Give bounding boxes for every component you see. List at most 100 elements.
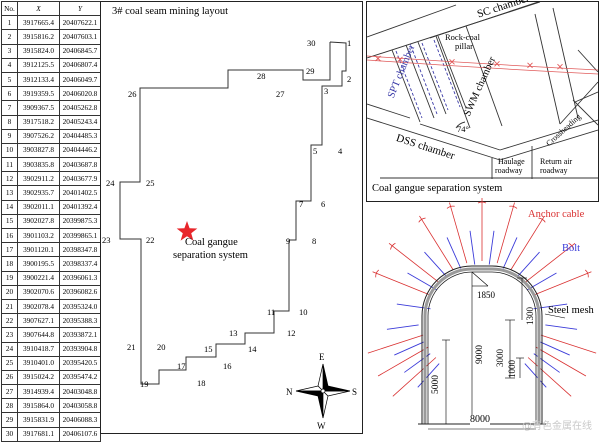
compass-west: W: [317, 421, 326, 431]
compass: [295, 363, 351, 419]
bolt: [424, 251, 448, 278]
point-label: 19: [140, 379, 149, 389]
point-label: 6: [321, 199, 325, 209]
point-label: 29: [306, 66, 315, 76]
label-return-line1: Return air: [540, 157, 573, 166]
label-haulage-line1: Haulage: [498, 157, 525, 166]
point-label: 9: [286, 236, 290, 246]
anchor-cable: [449, 202, 468, 264]
anchor-cable: [388, 243, 439, 283]
bolt: [386, 324, 419, 330]
star-marker: [176, 221, 198, 241]
layout-title: 3# coal seam mining layout: [112, 6, 229, 17]
anchor-cable-anchor: [477, 201, 487, 204]
dim-1850: 1850: [477, 290, 495, 300]
point-label: 3: [324, 86, 328, 96]
point-label: 15: [204, 344, 213, 354]
point-label: 11: [267, 307, 275, 317]
label-steel-mesh: Steel mesh: [548, 305, 594, 316]
cell-no: 1: [1, 15, 18, 31]
point-label: 12: [287, 328, 296, 338]
label-return-line2: roadway: [540, 166, 568, 175]
point-label: 10: [299, 307, 308, 317]
anchor-cable-anchor: [446, 205, 455, 209]
tunnel-lining-mesh: [423, 267, 541, 424]
cable-x-mark: [494, 61, 500, 67]
point-label: 16: [223, 361, 232, 371]
compass-east: E: [319, 352, 325, 362]
compass-north: N: [286, 387, 293, 397]
point-label: 4: [338, 146, 343, 156]
point-label: 13: [229, 328, 238, 338]
chamber-caption: Coal gangue separation system: [372, 183, 503, 194]
bolt: [524, 363, 547, 388]
bolt: [502, 237, 518, 269]
dim-1000: 1000: [507, 360, 517, 378]
anchor-cable: [419, 215, 454, 270]
watermark: @有色金属在线: [522, 421, 592, 432]
bolt: [540, 341, 570, 356]
cell-y: 20407622.1: [59, 15, 101, 31]
bolt: [407, 272, 438, 291]
system-label-line1: Coal gangue: [185, 237, 238, 248]
anchor-cable-anchor: [568, 242, 574, 250]
bolt: [526, 272, 557, 291]
bolt: [446, 237, 462, 269]
point-label: 28: [257, 71, 266, 81]
cell-y: 20403677.9: [59, 171, 101, 187]
point-label: 14: [248, 344, 257, 354]
table-header-row: No. X Y: [1, 0, 101, 17]
dim-9000: 9000: [475, 345, 485, 364]
chamber-panel: [366, 1, 599, 202]
cell-y: 20401402.5: [59, 185, 101, 201]
anchor-cable: [496, 202, 515, 264]
anchor-cable-anchor: [390, 242, 396, 250]
anchor-cable: [535, 346, 587, 377]
bolt: [394, 341, 424, 356]
cell-y: 20399865.1: [59, 227, 101, 244]
point-label: 22: [146, 235, 155, 245]
label-angle: 74°: [457, 124, 469, 134]
point-label: 30: [307, 38, 316, 48]
point-label: 5: [313, 146, 317, 156]
anchor-cable: [527, 357, 572, 397]
cell-y: 20399875.3: [59, 213, 101, 230]
point-label: 27: [276, 89, 285, 99]
bolt: [488, 230, 495, 265]
anchor-cable: [377, 346, 429, 377]
cable-x-mark: [557, 63, 563, 70]
anchor-cable-anchor: [584, 269, 589, 278]
mining-boundary: [119, 41, 347, 385]
point-label: 7: [299, 199, 303, 209]
label-pillar-line1: Rock-coal: [445, 32, 480, 42]
bolt: [545, 324, 578, 330]
point-label: 25: [146, 178, 155, 188]
tunnel-lining-outer: [421, 265, 543, 424]
label-haulage-line2: roadway: [495, 166, 523, 175]
anchor-cable-anchor: [509, 205, 518, 209]
dim-8000: 8000: [470, 414, 490, 425]
label-anchor-cable: Anchor cable: [528, 209, 585, 220]
point-label: 2: [347, 74, 351, 84]
point-label: 23: [102, 235, 111, 245]
cell-y: 20404485.3: [59, 128, 101, 144]
point-label: 20: [157, 342, 166, 352]
anchor-cable-anchor: [538, 217, 546, 223]
anchor-cable: [540, 334, 597, 354]
